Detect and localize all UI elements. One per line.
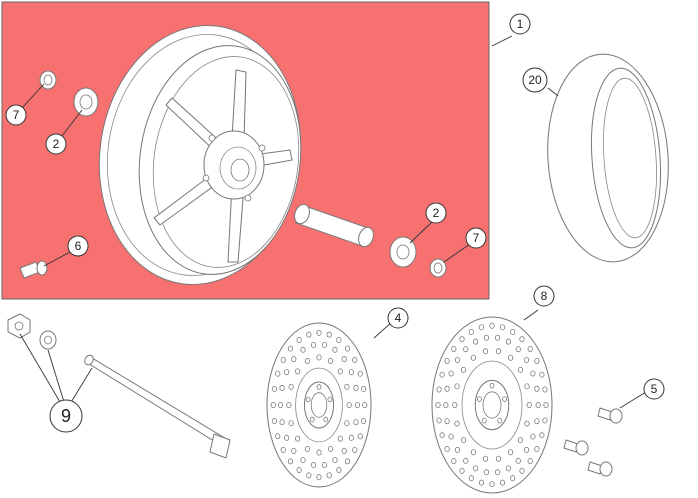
- washer[interactable]: [39, 330, 57, 350]
- bolt[interactable]: [597, 407, 623, 424]
- spacer[interactable]: [292, 202, 376, 249]
- callout-2-right-label: 2: [433, 206, 440, 220]
- callout-4: 4: [387, 307, 409, 329]
- bolt[interactable]: [563, 439, 589, 456]
- callout-7-right: 7: [465, 227, 487, 249]
- bearing[interactable]: [73, 87, 99, 117]
- wheel-assembly[interactable]: [83, 12, 317, 297]
- brake-disc-large[interactable]: [431, 316, 553, 494]
- axle[interactable]: [83, 354, 231, 459]
- callout-1: 1: [509, 13, 531, 35]
- nut[interactable]: [7, 313, 31, 339]
- callout-9: 9: [49, 399, 83, 433]
- callout-8-label: 8: [541, 289, 548, 303]
- callout-20-label: 20: [528, 73, 542, 87]
- bearing[interactable]: [389, 236, 417, 268]
- callout-7-left-label: 7: [13, 108, 20, 122]
- callout-20: 20: [522, 67, 548, 93]
- seal[interactable]: [429, 258, 447, 278]
- callout-8: 8: [533, 285, 555, 307]
- callout-7-right-label: 7: [473, 231, 480, 245]
- callout-7-left: 7: [5, 104, 27, 126]
- callout-9-label: 9: [61, 406, 71, 426]
- callout-2-left-label: 2: [53, 137, 60, 151]
- callout-2-left: 2: [45, 133, 67, 155]
- callout-2-right: 2: [425, 202, 447, 224]
- tire[interactable]: [541, 50, 675, 266]
- callout-5-label: 5: [651, 382, 658, 396]
- callout-4-label: 4: [395, 311, 402, 325]
- callout-1-label: 1: [517, 17, 524, 31]
- valve[interactable]: [19, 260, 48, 279]
- callout-5: 5: [643, 378, 665, 400]
- callout-6-label: 6: [75, 239, 82, 253]
- leader-lines: [19, 35, 647, 409]
- brake-disc-small[interactable]: [266, 322, 372, 488]
- callout-6: 6: [67, 235, 89, 257]
- bolt[interactable]: [587, 461, 613, 477]
